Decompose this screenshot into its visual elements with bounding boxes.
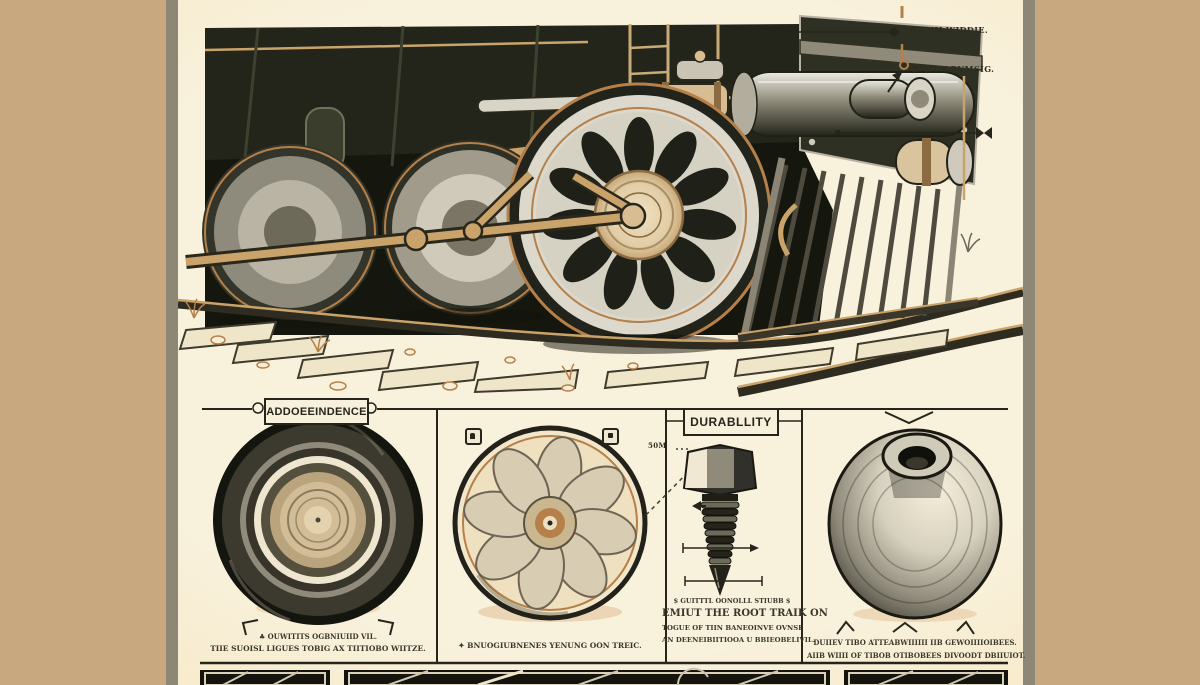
locomotive-scene (178, 6, 1023, 397)
callout-label-bearing: BMIUN PUMSIG. (912, 63, 995, 75)
durability-text-line1: $ GUITTTL OONOLLL STIUBB $ (673, 597, 791, 605)
cowcatcher (737, 157, 979, 342)
adherence-wheel-art (213, 415, 423, 636)
left-edge-strip (166, 0, 178, 685)
panel-corner-icon-right (602, 428, 619, 445)
right-edge-strip (1023, 0, 1035, 685)
spoked-wheel-art (452, 425, 648, 622)
rear-wheel (202, 144, 378, 320)
durability-text-line3: TOGUE OF TIIN BANEOINVE OVNSE (662, 624, 804, 632)
illustration-paper: HUMII WIDDIE. BMIUN PUMSIG. ADDOEEINDENC… (178, 0, 1026, 685)
durability-text-line4: AN DEENEIBIITIOOA U BBIEOBELIVIL. (662, 636, 816, 644)
adherence-caption-line2: TIIE SUOISL LIGUES TOBIG AX TIITIOBO WII… (210, 644, 426, 653)
panel-title-adherence: ADDOEEINDENCE (264, 398, 369, 425)
durability-text-line2: EMIUT THE ROOT TRAIK ON (662, 608, 828, 619)
callout-markers (790, 6, 992, 200)
cone-caption-line2: AIIB WIIII OF TIBOB OTIBOBEES DIVOODT DB… (807, 651, 1026, 660)
bottom-strip-panels (200, 667, 1008, 685)
railroad-track (178, 232, 1023, 397)
bolt-dimension-label: 50M (648, 441, 667, 450)
buffer-cylinders (849, 77, 974, 186)
spoked-wheel-caption: ✦ BNUOGIUBNENES YENUNG OON TREIC. (458, 641, 642, 650)
panel-title-durability: DURABLLITY (683, 408, 779, 436)
engraving-artwork (178, 6, 1023, 685)
callout-label-wheel: HUMII WIDDIE. (910, 24, 989, 36)
panel-corner-icon-left (465, 428, 482, 445)
cone-caption-line1: DUIIEV TIBO ATTEABWIIIIII IIB GEWOIIIIOI… (813, 638, 1017, 647)
grass-tufts (184, 298, 575, 381)
cone-art (827, 428, 1003, 635)
bolt-art (645, 443, 763, 596)
coupling-rods (185, 169, 647, 269)
adherence-caption-line1: ♣ OUWITITS OGBNIUIID VIL. (258, 632, 378, 641)
